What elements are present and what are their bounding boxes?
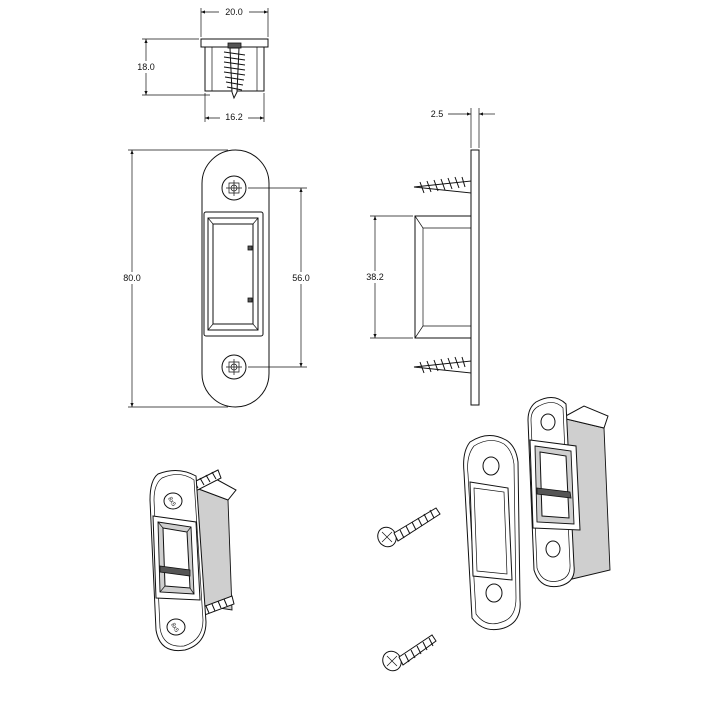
dimension-label-38-2: 38.2 [366, 272, 384, 282]
side-view: 2.5 38.2 [361, 108, 495, 406]
top-view: 20.0 18.0 16.2 [133, 6, 269, 123]
front-view: 80.0 56.0 [118, 149, 315, 408]
dimension-label-56: 56.0 [292, 273, 310, 283]
exploded-view [377, 397, 611, 672]
loose-box-with-plate [527, 397, 611, 588]
dimension-label-18: 18.0 [137, 62, 155, 72]
dimension-label-16-2: 16.2 [225, 112, 243, 122]
dimension-label-20: 20.0 [225, 7, 243, 17]
strike-plate-side [413, 149, 480, 406]
loose-screw-lower [382, 634, 437, 672]
screw-label-bottom: 8x5 [169, 622, 179, 634]
dimension-box-length: 38.2 [361, 215, 413, 339]
assembled-isometric-view: 8x5 8x5 [149, 469, 237, 652]
dimension-length-80: 80.0 [118, 149, 228, 408]
dimension-hole-spacing: 56.0 [248, 187, 315, 368]
dimension-bottom-width: 16.2 [204, 93, 265, 123]
dimension-thickness: 2.5 [431, 108, 495, 148]
screw-label-top: 8x5 [166, 496, 176, 508]
dimension-label-80: 80.0 [123, 273, 141, 283]
strike-plate-front [201, 149, 270, 408]
dimension-width-top: 20.0 [200, 6, 269, 37]
loose-screw-upper [377, 507, 441, 548]
loose-strike-plate [463, 435, 521, 631]
dimension-height-top: 18.0 [133, 38, 210, 96]
dimension-label-2-5: 2.5 [431, 109, 444, 119]
top-view-part [200, 38, 269, 100]
